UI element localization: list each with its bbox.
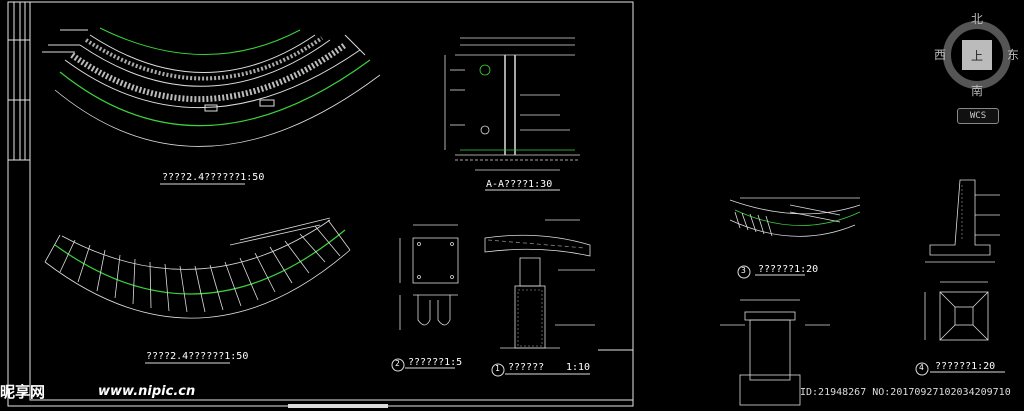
- detail-4-title: ??????1:20: [935, 361, 996, 372]
- detail-1-title: ??????: [508, 362, 545, 373]
- callout-markers: [391, 265, 929, 377]
- plan-bottom-title: ????2.4??????1:50: [146, 351, 249, 362]
- plan-bottom-fan: [44, 217, 351, 319]
- compass-east[interactable]: 东: [1007, 48, 1020, 62]
- detail-plate: [399, 224, 459, 330]
- compass-south[interactable]: 南: [971, 84, 984, 98]
- watermark-url: www.nipic.cn: [98, 384, 196, 399]
- detail-post-footing: [484, 219, 595, 349]
- detail-square-plan: [924, 281, 989, 341]
- viewcube-top-face[interactable]: 上: [971, 49, 984, 63]
- viewcube[interactable]: [943, 21, 1011, 89]
- callout-number-4: 4: [919, 363, 924, 372]
- detail-footing-elevation: [720, 299, 830, 406]
- watermark-logo: 昵享网: [0, 383, 46, 401]
- horizontal-scrollbar[interactable]: [288, 404, 388, 408]
- detail-2-title: ??????1:5: [408, 357, 463, 368]
- detail-3-title: ??????1:20: [758, 264, 819, 275]
- callout-number-3: 3: [741, 266, 746, 275]
- section-aa-title: A-A????1:30: [486, 179, 553, 190]
- title-underlines: [145, 183, 1005, 375]
- callout-number-1: 1: [495, 364, 500, 373]
- wcs-menu-button[interactable]: WCS: [957, 108, 999, 124]
- detail-curved-beam: [729, 197, 861, 237]
- image-id-text: ID:21948267 NO:20170927102034209710: [800, 387, 1011, 398]
- compass-north[interactable]: 北: [971, 12, 984, 26]
- compass-west[interactable]: 西: [934, 48, 947, 62]
- plan-top-title: ????2.4??????1:50: [162, 172, 265, 183]
- section-aa: [444, 37, 580, 171]
- detail-1-scale: 1:10: [566, 362, 591, 373]
- plan-top-curved: [42, 27, 381, 147]
- detail-wall-section: [925, 179, 1000, 263]
- callout-number-2: 2: [395, 359, 400, 368]
